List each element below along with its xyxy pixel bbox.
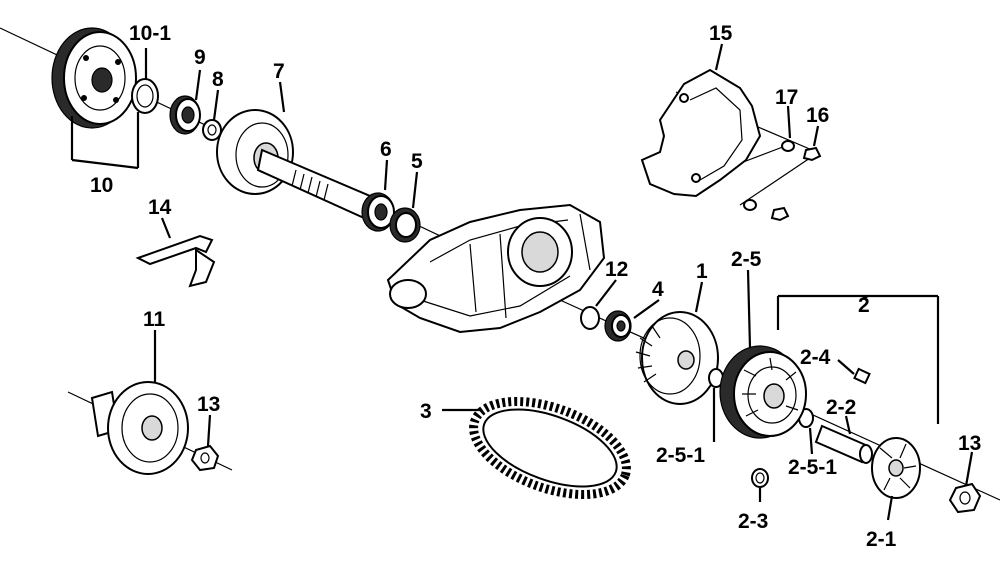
label-13-left: 13 xyxy=(197,393,220,416)
part-2-2-sleeve xyxy=(814,424,873,464)
label-16: 16 xyxy=(806,104,829,127)
label-2-5-1-right: 2-5-1 xyxy=(788,456,837,479)
label-2-5-1-left: 2-5-1 xyxy=(656,444,705,467)
crankcase-housing xyxy=(386,203,606,334)
label-2: 2 xyxy=(858,294,870,317)
part-10-clutch-assembly xyxy=(51,27,137,129)
part-4-collar xyxy=(604,310,632,342)
label-12: 12 xyxy=(605,258,628,281)
part-15-cover xyxy=(640,68,762,198)
part-2-1-ramp-plate xyxy=(871,437,921,499)
callout-labels: 10-1 9 8 7 6 5 10 14 11 13 15 17 16 12 4… xyxy=(90,22,981,551)
label-7: 7 xyxy=(273,60,285,83)
label-1: 1 xyxy=(696,260,708,283)
label-4: 4 xyxy=(652,278,664,301)
part-2-4-slider xyxy=(853,367,871,385)
label-11: 11 xyxy=(143,308,166,331)
part-9-bearing xyxy=(169,95,201,135)
part-17-washers xyxy=(743,140,795,211)
part-3-drive-belt xyxy=(469,397,631,499)
label-3: 3 xyxy=(420,400,432,423)
label-10: 10 xyxy=(90,174,113,197)
part-11-pulley xyxy=(90,381,189,475)
part-2-3-roller xyxy=(751,468,769,488)
label-5: 5 xyxy=(411,150,423,173)
part-8-nut xyxy=(202,119,222,141)
part-16-bolts xyxy=(770,146,822,222)
label-14: 14 xyxy=(148,196,172,219)
part-5-seal-ring xyxy=(389,207,421,243)
part-2-5-movable-drive-face xyxy=(719,345,807,439)
label-2-4: 2-4 xyxy=(800,346,831,369)
part-12-o-ring xyxy=(580,306,600,330)
part-13-nuts xyxy=(190,444,982,514)
label-2-2: 2-2 xyxy=(826,396,856,419)
label-17: 17 xyxy=(775,86,798,109)
part-1-drive-face xyxy=(635,311,719,405)
leader-lines xyxy=(70,43,974,521)
label-9: 9 xyxy=(194,46,206,69)
label-2-5: 2-5 xyxy=(731,248,762,271)
part-7-driven-pulley-shaft xyxy=(216,109,372,220)
label-15: 15 xyxy=(709,22,733,45)
part-14-bracket xyxy=(135,234,216,288)
label-2-3: 2-3 xyxy=(738,510,768,533)
label-10-1: 10-1 xyxy=(129,22,171,45)
label-13-right: 13 xyxy=(958,432,981,455)
label-2-1: 2-1 xyxy=(866,528,897,551)
part-6-bearing xyxy=(361,192,395,232)
part-10-1-washer xyxy=(131,78,159,114)
label-8: 8 xyxy=(212,68,224,91)
label-6: 6 xyxy=(380,138,392,161)
